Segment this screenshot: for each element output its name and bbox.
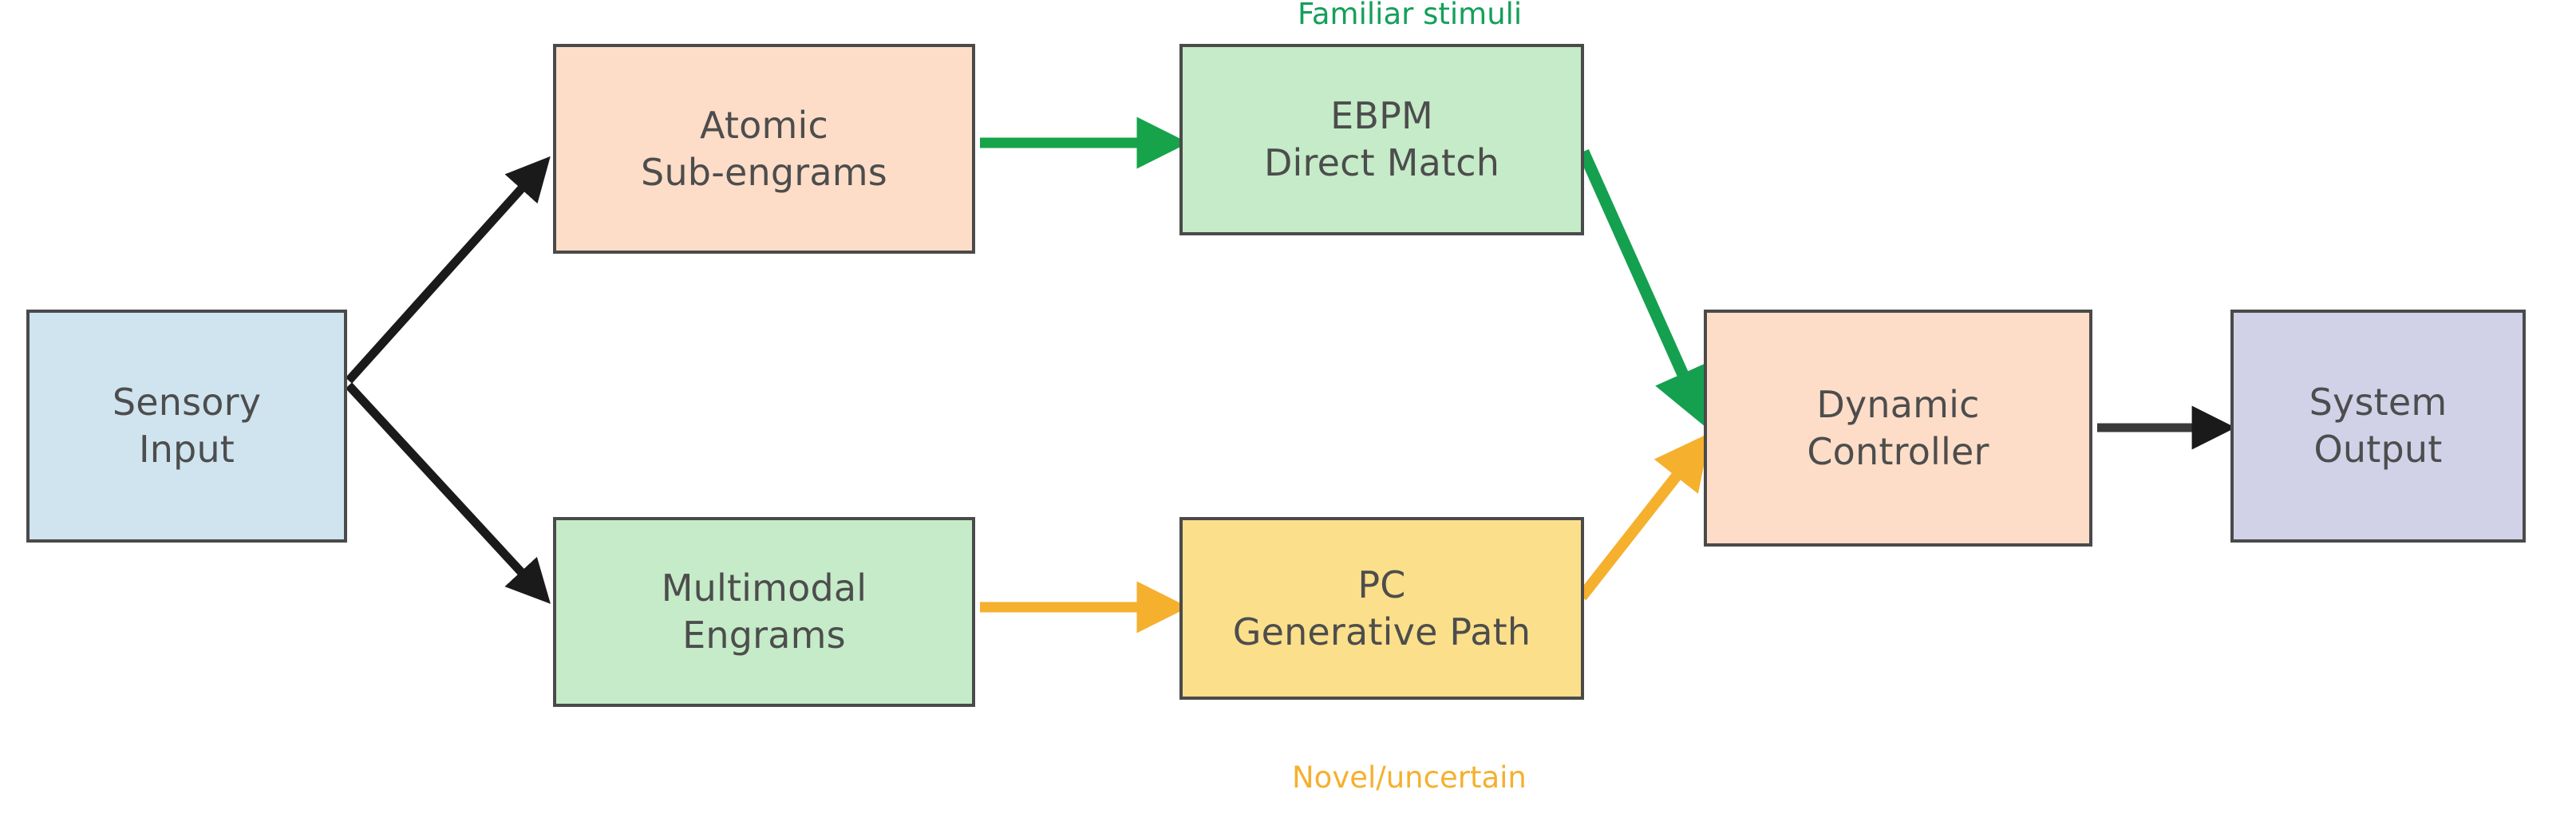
node-dynamic-controller[interactable]: Dynamic Controller (1704, 310, 2092, 547)
node-system-output[interactable]: System Output (2230, 310, 2526, 543)
edge-ebpm-to-controller (1578, 148, 1710, 428)
node-pc-generative-path[interactable]: PC Generative Path (1179, 517, 1584, 700)
node-sensory-input[interactable]: Sensory Input (26, 310, 347, 543)
edge-sensory-to-multimodal (345, 382, 551, 604)
node-ebpm-direct-match[interactable]: EBPM Direct Match (1179, 44, 1584, 235)
edge-label-novel-uncertain: Novel/uncertain (1292, 760, 1527, 795)
edge-sensory-to-atomic (345, 156, 551, 384)
node-multimodal-engrams[interactable]: Multimodal Engrams (553, 517, 975, 707)
node-atomic-sub-engrams[interactable]: Atomic Sub-engrams (553, 44, 975, 254)
edge-pcgen-to-controller (1577, 432, 1711, 601)
edge-label-familiar-stimuli: Familiar stimuli (1298, 0, 1523, 31)
